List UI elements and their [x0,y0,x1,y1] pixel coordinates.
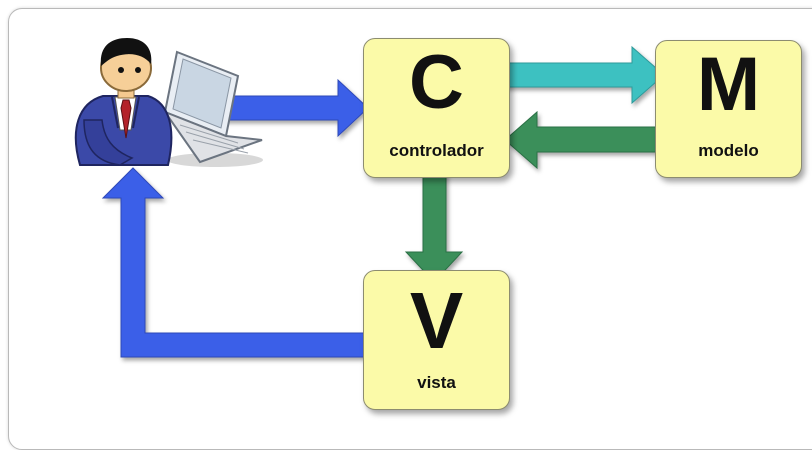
arrow-user-to-controller [221,78,369,138]
model-letter: M [696,42,761,127]
controller-letter: C [409,40,464,125]
model-label: modelo [698,141,759,160]
view-letter: V [409,276,464,365]
mvc-diagram [74,38,666,358]
user-with-laptop-icon [74,38,263,167]
controller-node: C controlador [363,38,510,178]
view-label: vista [417,373,456,392]
arrow-model-to-controller [504,110,666,170]
view-node: V vista [363,270,510,410]
arrow-controller-to-model [499,45,665,105]
arrow-controller-to-view [404,164,464,283]
arrow-view-to-user [101,167,373,358]
model-node: M modelo [655,40,802,178]
controller-label: controlador [389,141,484,160]
